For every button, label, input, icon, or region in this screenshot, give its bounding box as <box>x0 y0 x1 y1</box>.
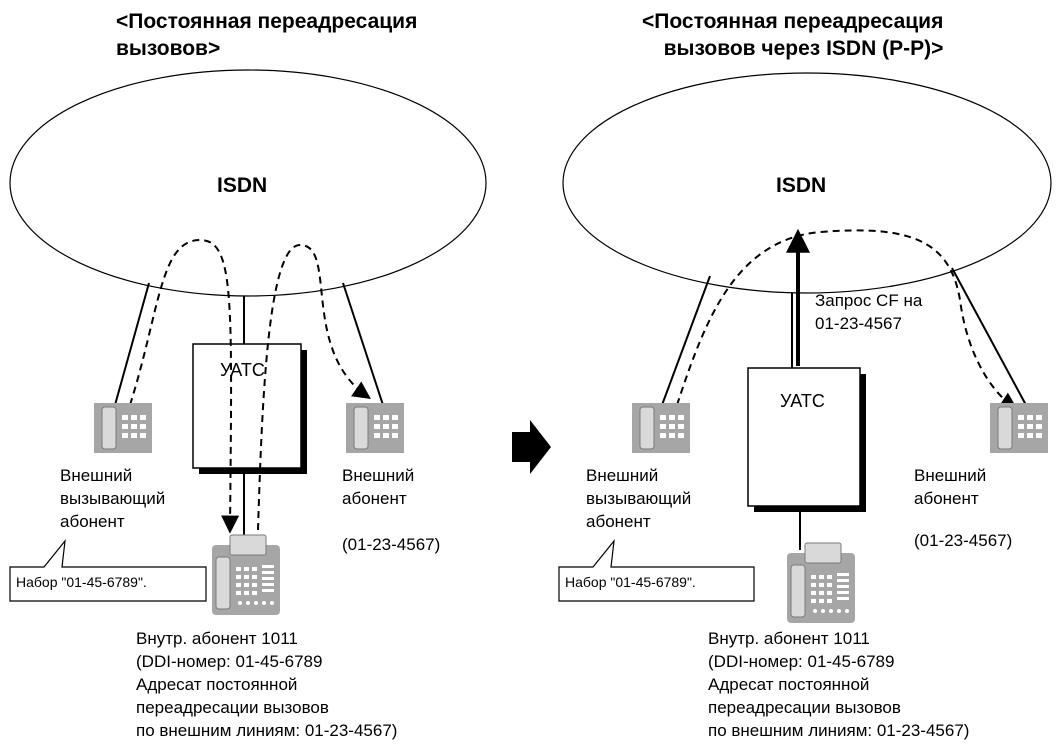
right-pbx-box <box>747 367 861 507</box>
left-callee-number: (01-23-4567) <box>342 535 441 554</box>
left-panel <box>9 69 487 616</box>
right-cf-request-label: Запрос CF на 01-23-4567 <box>815 291 923 333</box>
right-caller-label: Внешний вызывающий абонент <box>586 466 692 531</box>
right-caller-phone-icon <box>631 402 691 454</box>
left-dial-callout <box>9 539 207 602</box>
right-title-line1: <Постоянная переадресация <box>642 10 944 33</box>
arrow-right-icon <box>512 420 551 474</box>
left-title-line1: <Постоянная переадресация <box>116 10 418 33</box>
left-callee-label: Внешний абонент <box>342 466 415 508</box>
right-isdn-cloud <box>562 72 1052 294</box>
right-caller-trunk <box>661 275 711 406</box>
right-callee-number: (01-23-4567) <box>914 531 1013 550</box>
right-callee-phone-icon <box>989 402 1049 454</box>
right-extension-phone-icon <box>786 542 856 624</box>
left-caller-label: Внешний вызывающий абонент <box>60 466 166 531</box>
right-panel <box>558 72 1052 624</box>
right-isdn-label: ISDN <box>776 174 827 197</box>
left-incoming-call-path <box>129 238 240 534</box>
right-extension-label: Внутр. абонент 1011 (DDI-номер: 01-45-67… <box>708 629 970 740</box>
left-caller-trunk <box>114 282 150 406</box>
left-title-line2: вызовов> <box>116 37 221 60</box>
left-title: <Постоянная переадресация вызовов> <box>116 8 417 62</box>
left-extension-label: Внутр. абонент 1011 (DDI-номер: 01-45-67… <box>136 629 398 740</box>
left-forwarded-call-path <box>257 243 371 531</box>
right-title: <Постоянная переадресация вызовов через … <box>642 8 943 62</box>
right-pbx-label: УАТС <box>780 391 825 411</box>
right-dial-callout <box>558 539 755 602</box>
right-callee-trunk <box>951 267 1027 406</box>
left-isdn-cloud <box>9 69 487 297</box>
right-title-line2: вызовов через ISDN (P-P)> <box>663 37 944 60</box>
left-isdn-label: ISDN <box>217 174 268 197</box>
right-callee-label: Внешний абонент <box>914 466 987 508</box>
left-caller-phone-icon <box>93 402 153 454</box>
left-pbx-box <box>192 343 302 469</box>
right-dial-note: Набор "01-45-6789". <box>565 574 696 590</box>
left-callee-trunk <box>342 282 384 406</box>
left-callee-phone-icon <box>345 402 405 454</box>
left-pbx-label: УАТС <box>220 360 265 380</box>
left-extension-phone-icon <box>211 534 281 616</box>
left-dial-note: Набор "01-45-6789". <box>16 574 147 590</box>
